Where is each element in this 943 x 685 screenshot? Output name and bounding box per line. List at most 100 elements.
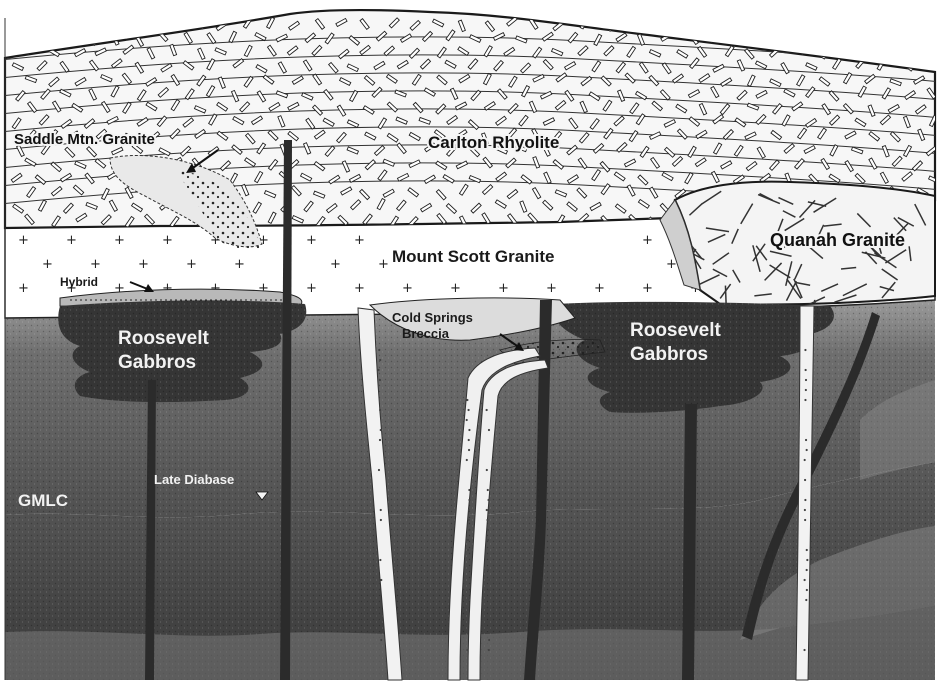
dike-dot [805,389,807,391]
dike-dot [805,369,807,371]
granite-plus-mark: + [642,281,653,296]
dike-dot [468,519,470,521]
granite-plus-mark: + [306,233,317,248]
label-gmlc: GMLC [18,491,68,510]
dike-dot [466,419,468,421]
dike-dot [468,599,470,601]
granite-plus-mark: + [162,233,173,248]
dike-dot [804,509,806,511]
dike-dot [468,449,470,451]
dike-dot [379,409,381,411]
dike-dot [380,619,382,621]
granite-plus-mark: + [114,233,125,248]
label-mount-scott-granite: Mount Scott Granite [392,247,554,266]
dike-dot [465,619,467,621]
dike-dot [468,489,470,491]
dike-dot [806,449,808,451]
dike-dot [487,499,489,501]
dike-dot [805,599,807,601]
dike-dot [806,589,808,591]
dike-dot [486,469,488,471]
granite-plus-mark: + [498,281,509,296]
dike-dot [466,399,468,401]
dike-dot [466,459,468,461]
dike-dot [378,349,380,351]
dike-dot [486,519,488,521]
dike-dot [466,649,468,651]
dike-dot [380,509,382,511]
dike-dot [486,509,488,511]
dike-dot [486,409,488,411]
granite-plus-mark: + [306,281,317,296]
dike-dot [467,539,469,541]
dike-dot [806,569,808,571]
label-breccia: Breccia [402,326,450,341]
dike-dot [468,499,470,501]
dike-dot [804,459,806,461]
dike-dot [488,579,490,581]
granite-plus-mark: + [234,257,245,272]
dike-dot [804,519,806,521]
dike-dot [468,529,470,531]
granite-plus-mark: + [18,281,29,296]
dike-dot [466,589,468,591]
dike-dot [488,649,490,651]
dike-dot [486,629,488,631]
dike-dot [804,349,806,351]
dike-dot [804,399,806,401]
label-roosevelt-right-2: Gabbros [630,344,708,365]
dike-dot [487,539,489,541]
label-roosevelt-left-2: Gabbros [118,352,196,373]
dike-dot [467,409,469,411]
dike-dot [806,559,808,561]
dike-dot [487,569,489,571]
label-cold-springs: Cold Springs [392,310,473,325]
label-carlton-rhyolite: Carlton Rhyolite [428,133,559,152]
label-saddle-mtn-granite: Saddle Mtn. Granite [14,131,155,148]
label-roosevelt-left-1: Roosevelt [118,328,209,349]
dike-dot [488,589,490,591]
granite-plus-mark: + [42,257,53,272]
granite-plus-mark: + [330,257,341,272]
dike-dot [805,379,807,381]
granite-plus-mark: + [546,281,557,296]
granite-plus-mark: + [594,281,605,296]
granite-plus-mark: + [354,233,365,248]
granite-plus-mark: + [186,257,197,272]
dike-dot [487,489,489,491]
dike-dot [378,469,380,471]
granite-plus-mark: + [642,233,653,248]
dike-dot [379,359,381,361]
granite-plus-mark: + [450,281,461,296]
dike-dot [379,559,381,561]
dike-dot [468,429,470,431]
label-hybrid: Hybrid [60,275,98,289]
granite-plus-mark: + [138,257,149,272]
dike-dot [488,429,490,431]
dike-dot [379,379,381,381]
dike-dot [805,439,807,441]
label-late-diabase: Late Diabase [154,472,234,487]
granite-plus-mark: + [378,257,389,272]
dike-dot [468,509,470,511]
dike-dot [487,529,489,531]
label-quanah-granite: Quanah Granite [770,230,905,250]
dike-dot [804,479,806,481]
dike-dot [379,439,381,441]
dike-dot [380,639,382,641]
granite-plus-mark: + [90,257,101,272]
dike-dot [804,499,806,501]
dike-dot [467,609,469,611]
granite-plus-mark: + [18,233,29,248]
dike-dot [468,439,470,441]
label-roosevelt-right-1: Roosevelt [630,320,721,341]
dike-dot [380,579,382,581]
dike-dot [806,549,808,551]
dike-dot [380,519,382,521]
dike-dot [380,429,382,431]
granite-plus-mark: + [66,233,77,248]
granite-plus-mark: + [354,281,365,296]
dike-dot [377,369,379,371]
